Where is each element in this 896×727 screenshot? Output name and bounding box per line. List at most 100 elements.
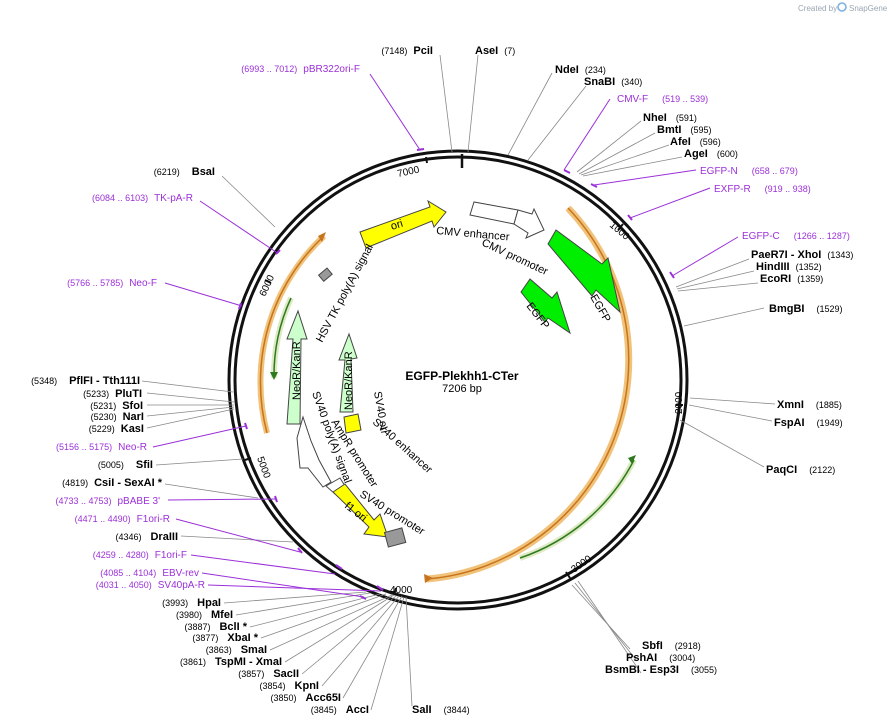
left-sites: (7148)PciI (6219)BsaI (5348)PflFI - Tth1…: [31, 45, 470, 716]
site-pos: (6219): [154, 167, 180, 177]
svg-text:(4346)DraIII: (4346)DraIII: [115, 531, 178, 543]
feature-label-cmv-promoter: CMV promoter: [480, 237, 550, 278]
site-pos: (5233): [83, 389, 109, 399]
site-name: SfiI: [136, 459, 153, 471]
svg-text:(7148)PciI: (7148)PciI: [381, 45, 433, 57]
svg-text:XmnI(1885): XmnI(1885): [777, 399, 842, 411]
site-pos: (234): [585, 65, 606, 75]
primer-pos: (658 .. 679): [752, 166, 798, 176]
svg-text:(4471 .. 4490)F1ori-R: (4471 .. 4490) F1ori-R: [75, 514, 170, 525]
primer-pos: (4259 .. 4280): [93, 550, 149, 560]
svg-text:AgeI(600): AgeI(600): [684, 148, 738, 160]
site-name: SalI: [412, 704, 432, 716]
svg-text:BmtI(595): BmtI (595): [657, 124, 711, 136]
orf-arcs: [257, 205, 637, 583]
cmv-enhancer-feature: [469, 201, 519, 225]
site-name: PluTI: [115, 388, 142, 400]
site-pos: (5005): [98, 460, 124, 470]
site-name: AfeI: [670, 136, 691, 148]
site-name: HindIII: [756, 261, 790, 273]
site-pos: (1949): [817, 418, 843, 428]
site-name: AccI: [346, 704, 369, 716]
tick-label: 1000: [607, 220, 631, 243]
primer-pos: (519 .. 539): [662, 94, 708, 104]
site-name: HpaI: [197, 597, 221, 609]
svg-text:(3857)SacII: (3857)SacII: [238, 668, 299, 680]
primer-name: CMV-F: [617, 94, 648, 105]
plasmid-length: 7206 bp: [442, 383, 482, 395]
svg-text:HindIII(1352): HindIII (1352): [756, 261, 822, 273]
site-pos: (3055): [691, 665, 717, 675]
site-name: Acc65I: [306, 692, 341, 704]
site-pos: (4819): [62, 478, 88, 488]
svg-text:EcoRI(1359): EcoRI(1359): [760, 273, 823, 285]
svg-text:(4031 .. 4050)SV40pA-R: (4031 .. 4050)SV40pA-R: [96, 580, 205, 591]
site-name: KpnI: [295, 680, 319, 692]
primer-name: EGFP-N: [700, 166, 738, 177]
features: [286, 199, 621, 548]
primer-name: EBV-rev: [162, 568, 199, 579]
tick-label: 4000: [390, 585, 413, 596]
svg-text:(4259 .. 4280)F1ori-F: (4259 .. 4280) F1ori-F: [93, 550, 187, 561]
hsv-tk-polya-feature: [317, 267, 333, 282]
primer-pos: (1266 .. 1287): [794, 231, 850, 241]
primer-pos: (5766 .. 5785): [67, 278, 123, 288]
site-name: BmtI: [657, 124, 681, 136]
svg-text:(3877)XbaI *: (3877)XbaI *: [192, 632, 258, 644]
plasmid-title: EGFP-Plekhh1-CTer: [405, 369, 518, 383]
svg-text:(3850)Acc65I: (3850)Acc65I: [271, 692, 342, 704]
site-name: Tth111I: [103, 375, 140, 387]
f1-ori-feature: [332, 483, 389, 538]
site-name: AseI: [475, 45, 498, 57]
site-name: PaeR7I: [751, 249, 788, 261]
svg-text:(6219)BsaI: (6219)BsaI: [154, 166, 215, 178]
primer-pos: (4471 .. 4490): [75, 514, 131, 524]
site-pos: (595): [690, 125, 711, 135]
svg-text:SalI(3844): SalI(3844): [412, 704, 470, 716]
svg-text:(3993)HpaI: (3993) HpaI: [162, 597, 221, 609]
primer-pos: (5156 .. 5175): [56, 442, 112, 452]
site-pos: (7): [504, 46, 515, 56]
svg-text:EXFP-R(919 .. 938): EXFP-R(919 .. 938): [714, 184, 811, 195]
primer-name: F1ori-R: [137, 514, 170, 525]
backbone: [227, 149, 689, 611]
site-name: EcoRI: [760, 273, 791, 285]
right-sites: AseI(7) NdeI(234) SnaBI(340) NheI(591) B…: [475, 45, 853, 676]
feature-label-neor-kanr: NeoR/KanR: [343, 351, 355, 410]
site-name: PshAI: [626, 652, 657, 664]
sv40-ori-feature: [343, 413, 362, 434]
site-name: PaqCI: [766, 464, 797, 476]
site-pos: (1352): [796, 262, 822, 272]
svg-text:AseI(7): AseI (7): [475, 45, 515, 57]
site-name: Esp3I: [650, 664, 679, 676]
site-pos: (4346): [115, 532, 141, 542]
site-pos: (3857): [238, 669, 264, 679]
svg-text:(6993 .. 7012)pBR322ori-F: (6993 .. 7012)pBR322ori-F: [241, 64, 360, 75]
site-name: BmgBI: [769, 303, 804, 315]
ori-feature: [359, 199, 447, 249]
svg-text:SnaBI(340): SnaBI(340): [584, 76, 642, 88]
site-pos: (3877): [192, 633, 218, 643]
svg-text:SbfI(2918): SbfI(2918): [642, 640, 701, 652]
site-name: PflFI: [69, 375, 93, 387]
svg-text:(3861)TspMI - XmaI: (3861)TspMI - XmaI: [180, 656, 282, 668]
primer-pos: (6993 .. 7012): [241, 64, 297, 74]
svg-text:(3887)BclI *: (3887)BclI *: [184, 621, 247, 633]
site-pos: (5231): [90, 401, 116, 411]
svg-text:PaeR7I - XhoI(1343): PaeR7I - XhoI(1343): [751, 249, 853, 261]
site-pos: (5348): [31, 376, 57, 386]
svg-text:PshAI(3004): PshAI(3004): [626, 652, 695, 664]
svg-text:(4819)CsiI - SexAI *: (4819)CsiI - SexAI *: [62, 477, 163, 489]
primer-name: F1ori-F: [155, 550, 187, 561]
site-pos: (7148): [381, 46, 407, 56]
primer-name: pBABE 3': [118, 496, 161, 507]
site-pos: (2918): [675, 641, 701, 651]
svg-text:NheI(591): NheI(591): [643, 112, 697, 124]
svg-text:(3863)SmaI: (3863) SmaI: [206, 644, 267, 656]
site-name: TspMI: [215, 656, 246, 668]
svg-text:(5233)PluTI: (5233) PluTI: [83, 388, 142, 400]
site-pos: (3993): [162, 598, 188, 608]
site-pos: (3863): [206, 645, 232, 655]
neor-kanr-feature-1: [286, 309, 308, 425]
site-name: SmaI: [241, 644, 267, 656]
